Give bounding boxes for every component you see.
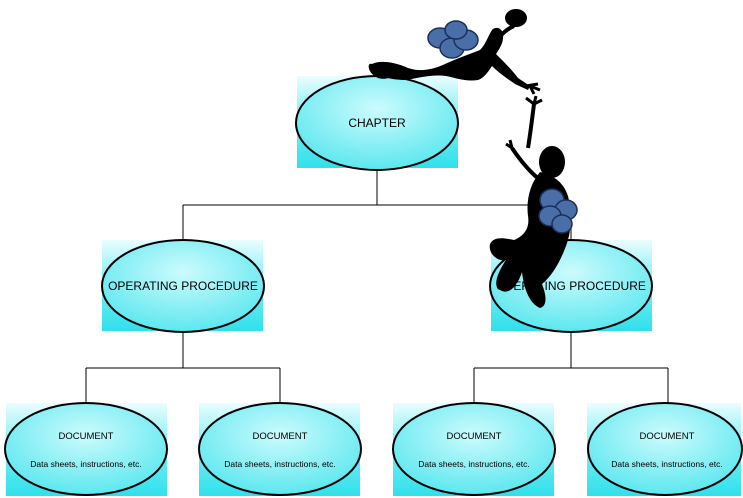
procedure-node-left: OPERATING PROCEDURE	[101, 239, 265, 333]
climber-top-body	[369, 27, 530, 91]
backpack-icon	[427, 20, 479, 59]
procedure-label-left: OPERATING PROCEDURE	[108, 279, 258, 293]
document-subtitle-4: Data sheets, instructions, etc.	[611, 459, 723, 469]
climber-lower-hand	[525, 95, 543, 106]
document-subtitle-2: Data sheets, instructions, etc.	[224, 459, 336, 469]
climber-figure-icon	[368, 9, 541, 95]
climber-lower-left-hand	[505, 139, 514, 150]
document-subtitle-1: Data sheets, instructions, etc.	[30, 459, 142, 469]
climber-top-hand	[525, 82, 541, 95]
climber-lower-arm	[526, 103, 536, 149]
document-ellipse-4	[587, 402, 743, 496]
climber-lower-head	[539, 146, 565, 178]
climber-top-arm	[486, 24, 515, 54]
document-node-1: DOCUMENT Data sheets, instructions, etc.	[4, 402, 168, 496]
procedure-ellipse-left	[101, 239, 265, 333]
document-ellipse-3	[392, 402, 556, 496]
climber-lower-left-arm	[510, 146, 542, 182]
procedure-label-right: OPERATING PROCEDURE	[496, 279, 646, 293]
document-ellipse-1	[4, 402, 168, 496]
climber-top-head-cap	[505, 9, 527, 27]
document-title-1: DOCUMENT	[59, 431, 114, 442]
connectors	[85, 168, 669, 403]
document-title-3: DOCUMENT	[447, 431, 502, 442]
document-ellipse-2	[198, 402, 362, 496]
document-title-2: DOCUMENT	[253, 431, 308, 442]
document-node-4: DOCUMENT Data sheets, instructions, etc.	[587, 402, 743, 496]
chapter-node: CHAPTER	[295, 75, 459, 171]
climber-top-feet	[368, 63, 396, 79]
climber-figure-icon	[489, 95, 578, 308]
chapter-label: CHAPTER	[348, 116, 406, 130]
document-node-2: DOCUMENT Data sheets, instructions, etc.	[198, 402, 362, 496]
backpack-icon	[538, 188, 578, 234]
document-subtitle-3: Data sheets, instructions, etc.	[418, 459, 530, 469]
document-node-3: DOCUMENT Data sheets, instructions, etc.	[392, 402, 556, 496]
document-title-4: DOCUMENT	[640, 431, 695, 442]
